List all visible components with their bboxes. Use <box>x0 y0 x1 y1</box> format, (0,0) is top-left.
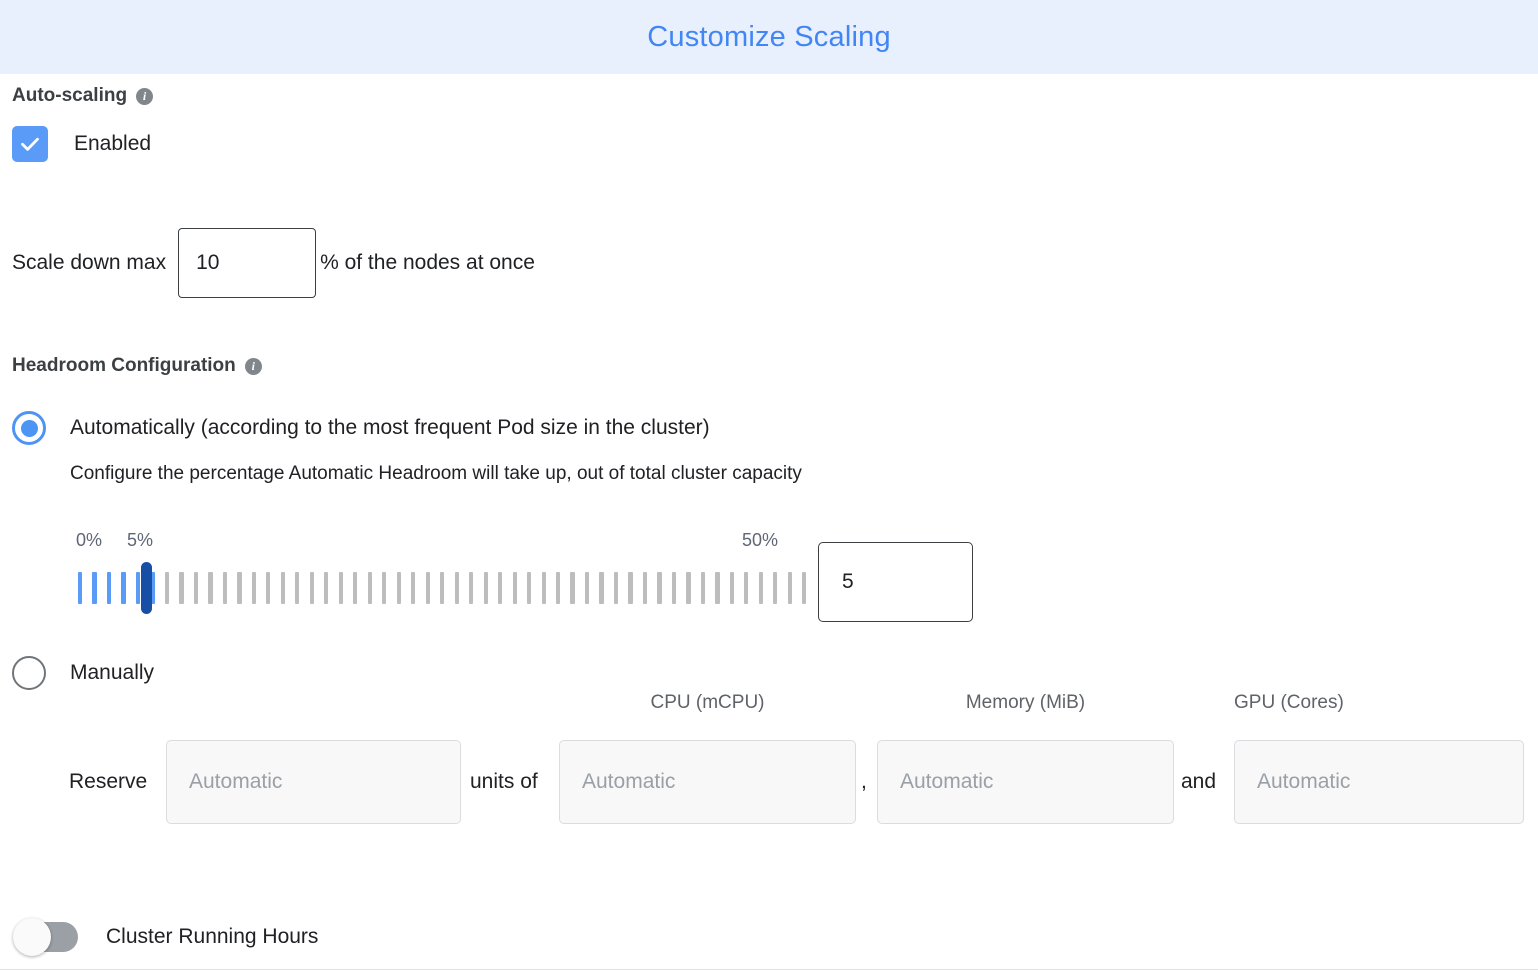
cluster-running-hours-row[interactable]: Cluster Running Hours <box>13 918 319 956</box>
headroom-automatic-help-text: Configure the percentage Automatic Headr… <box>70 463 802 484</box>
radio-automatic[interactable] <box>12 411 46 445</box>
reserve-cpu-input[interactable]: Automatic <box>559 740 856 824</box>
info-icon[interactable]: i <box>136 87 154 105</box>
radio-automatic-label: Automatically (according to the most fre… <box>70 416 710 439</box>
slider-tick[interactable] <box>628 572 633 604</box>
scale-down-max-input[interactable]: 10 <box>178 228 317 298</box>
headroom-title: Headroom Configuration <box>12 355 236 376</box>
units-of-label: units of <box>470 770 538 793</box>
slider-tick[interactable] <box>657 572 662 604</box>
slider-track[interactable] <box>78 572 807 604</box>
slider-tick[interactable] <box>671 572 677 604</box>
slider-tick[interactable] <box>802 572 807 604</box>
slider-tick[interactable] <box>353 572 358 604</box>
slider-tick[interactable] <box>686 572 691 604</box>
headroom-percentage-input[interactable]: 5 <box>818 542 973 622</box>
slider-tick[interactable] <box>367 572 372 604</box>
slider-tick[interactable] <box>309 572 314 604</box>
slider-tick[interactable] <box>150 572 155 604</box>
slider-tick[interactable] <box>338 572 343 604</box>
slider-tick[interactable] <box>135 572 141 604</box>
slider-tick[interactable] <box>78 572 83 604</box>
slider-tick[interactable] <box>613 572 619 604</box>
slider-tick[interactable] <box>92 572 97 604</box>
slider-tick[interactable] <box>193 572 199 604</box>
dialog-header: Customize Scaling <box>0 0 1538 74</box>
slider-tick[interactable] <box>555 572 561 604</box>
radio-manually-label: Manually <box>70 661 155 684</box>
slider-tick[interactable] <box>454 572 459 604</box>
slider-tick[interactable] <box>758 572 763 604</box>
slider-tick[interactable] <box>208 572 213 604</box>
column-header-cpu: CPU (mCPU) <box>650 692 765 713</box>
slider-tick[interactable] <box>483 572 488 604</box>
enabled-checkbox-label: Enabled <box>74 132 152 155</box>
slider-tick[interactable] <box>469 572 474 604</box>
info-icon[interactable]: i <box>244 357 262 375</box>
slider-tick[interactable] <box>744 572 749 604</box>
scale-down-max-label: Scale down max <box>12 251 167 274</box>
slider-tick[interactable] <box>541 572 546 604</box>
toggle-knob <box>13 918 51 956</box>
slider-tick[interactable] <box>179 572 184 604</box>
slider-tick[interactable] <box>700 572 706 604</box>
slider-tick[interactable] <box>164 572 170 604</box>
slider-tick[interactable] <box>411 572 416 604</box>
slider-min-label: 0% <box>76 530 103 550</box>
slider-tick[interactable] <box>498 572 503 604</box>
slider-tick[interactable] <box>715 572 720 604</box>
slider-tick[interactable] <box>251 572 256 604</box>
auto-scaling-title: Auto-scaling <box>12 85 128 106</box>
slider-tick[interactable] <box>570 572 575 604</box>
comma-separator: , <box>861 770 867 793</box>
reserve-units-input[interactable]: Automatic <box>166 740 461 824</box>
scale-down-max-row: Scale down max 10 % of the nodes at once <box>12 228 535 298</box>
slider-tick[interactable] <box>237 572 242 604</box>
auto-scaling-enabled-row[interactable]: Enabled <box>12 126 151 162</box>
reserve-label: Reserve <box>69 770 148 793</box>
slider-value-label: 5% <box>127 530 154 550</box>
slider-tick[interactable] <box>106 572 112 604</box>
slider-max-label: 50% <box>742 530 779 550</box>
slider-tick[interactable] <box>121 572 126 604</box>
slider-tick[interactable] <box>382 572 387 604</box>
slider-tick[interactable] <box>773 572 778 604</box>
slider-thumb[interactable] <box>141 562 152 614</box>
slider-tick[interactable] <box>787 572 792 604</box>
slider-tick[interactable] <box>324 572 329 604</box>
column-header-gpu: GPU (Cores) <box>1234 692 1344 713</box>
auto-scaling-section-header: Auto-scaling i <box>12 85 154 107</box>
slider-tick[interactable] <box>584 572 590 604</box>
column-header-memory: Memory (MiB) <box>965 692 1086 713</box>
and-separator: and <box>1181 770 1217 793</box>
radio-manually[interactable] <box>12 656 46 690</box>
slider-tick[interactable] <box>222 572 228 604</box>
cluster-running-hours-toggle[interactable] <box>13 918 78 956</box>
page-title: Customize Scaling <box>647 20 891 53</box>
headroom-option-automatic[interactable]: Automatically (according to the most fre… <box>12 411 710 445</box>
slider-tick[interactable] <box>280 572 285 604</box>
slider-tick[interactable] <box>599 572 604 604</box>
slider-tick[interactable] <box>425 572 430 604</box>
cluster-running-hours-label: Cluster Running Hours <box>106 925 319 948</box>
slider-tick[interactable] <box>295 572 300 604</box>
scale-down-max-suffix: % of the nodes at once <box>320 251 535 274</box>
slider-tick[interactable] <box>396 572 401 604</box>
reserve-gpu-input[interactable]: Automatic <box>1234 740 1524 824</box>
reserve-memory-input[interactable]: Automatic <box>877 740 1174 824</box>
slider-tick[interactable] <box>642 572 648 604</box>
headroom-option-manually[interactable]: Manually <box>12 656 154 690</box>
slider-tick[interactable] <box>729 572 734 604</box>
slider-tick[interactable] <box>440 572 445 604</box>
slider-tick[interactable] <box>266 572 271 604</box>
enabled-checkbox[interactable] <box>12 126 48 162</box>
slider-tick[interactable] <box>527 572 532 604</box>
slider-tick[interactable] <box>512 572 517 604</box>
headroom-section-header: Headroom Configuration i <box>12 355 262 377</box>
